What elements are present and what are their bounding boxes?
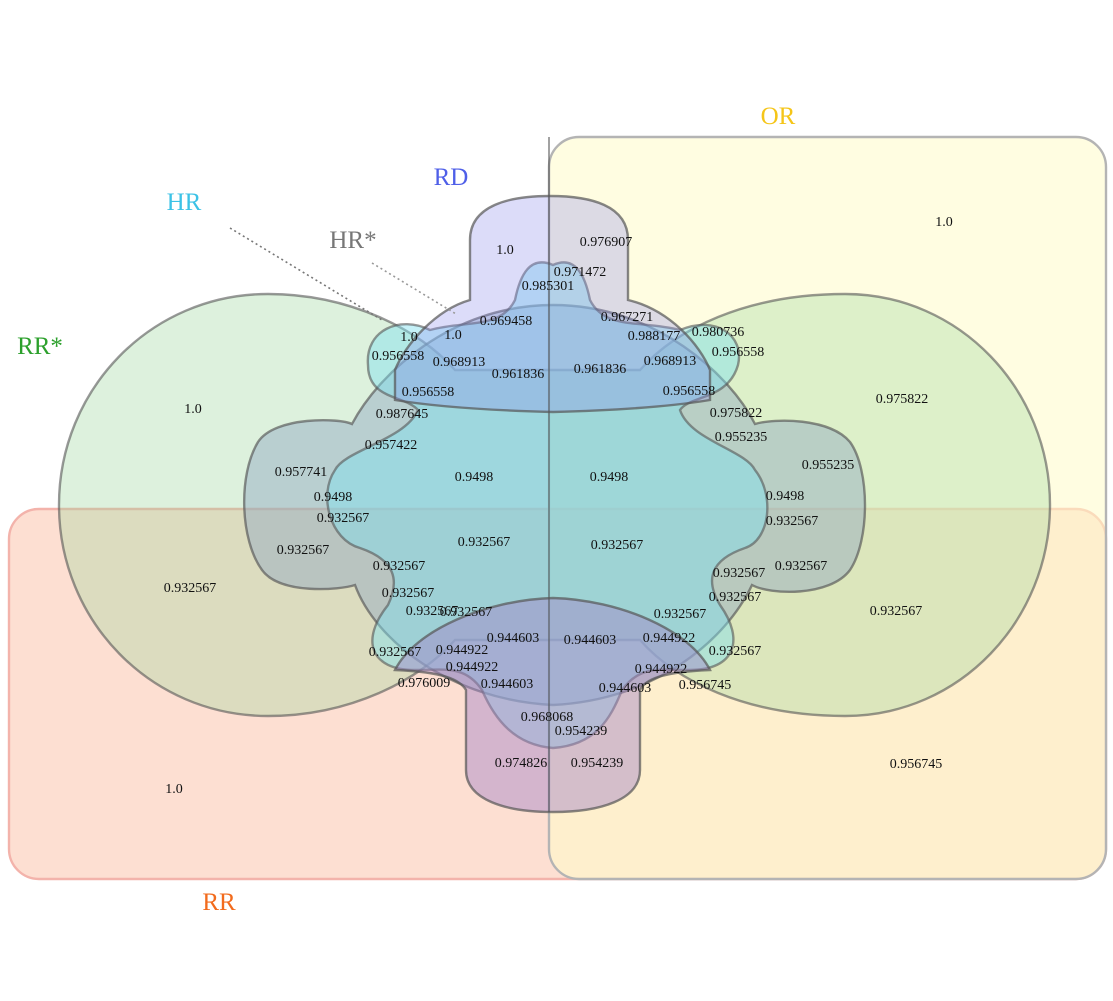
region-label: 0.944603 xyxy=(599,681,652,696)
region-label: 0.987645 xyxy=(376,407,429,422)
region-label: 1.0 xyxy=(496,243,514,258)
region-label: 0.932567 xyxy=(373,559,426,574)
region-label: 1.0 xyxy=(444,328,462,343)
region-label: 0.954239 xyxy=(555,724,608,739)
region-label: 0.932567 xyxy=(709,590,762,605)
region-label: 1.0 xyxy=(165,782,183,797)
region-label: 0.9498 xyxy=(766,489,805,504)
region-label: 0.956558 xyxy=(712,345,765,360)
set-rd-shape xyxy=(393,194,712,414)
set-label-hr-star: HR* xyxy=(329,227,376,254)
region-label: 0.967271 xyxy=(601,310,654,325)
region-label: 0.961836 xyxy=(492,367,545,382)
region-label: 0.932567 xyxy=(317,511,370,526)
region-label: 0.932567 xyxy=(458,535,511,550)
region-label: 0.985301 xyxy=(522,279,575,294)
region-label: 0.932567 xyxy=(277,543,330,558)
set-label-or: OR xyxy=(761,103,796,130)
region-label: 0.968913 xyxy=(433,355,486,370)
region-label: 0.9498 xyxy=(590,470,629,485)
region-label: 1.0 xyxy=(400,330,418,345)
region-label: 0.944922 xyxy=(643,631,696,646)
region-label: 1.0 xyxy=(184,402,202,417)
set-rd-lower-shape xyxy=(393,596,712,814)
region-label: 0.932567 xyxy=(870,604,923,619)
region-label: 0.944603 xyxy=(481,677,534,692)
region-label: 0.956558 xyxy=(663,384,716,399)
region-label: 0.944603 xyxy=(487,631,540,646)
region-label: 0.976907 xyxy=(580,235,633,250)
set-rr-star-shape xyxy=(57,292,1052,718)
region-label: 0.975822 xyxy=(710,406,763,421)
region-label: 0.968068 xyxy=(521,710,574,725)
region-label: 0.932567 xyxy=(775,559,828,574)
region-label: 0.969458 xyxy=(480,314,533,329)
region-label: 0.971472 xyxy=(554,265,607,280)
region-label: 0.932567 xyxy=(709,644,762,659)
region-label: 1.0 xyxy=(935,215,953,230)
region-label: 0.9498 xyxy=(314,490,353,505)
region-label: 0.957422 xyxy=(365,438,418,453)
region-label: 0.956558 xyxy=(402,385,455,400)
region-label: 0.932567 xyxy=(766,514,819,529)
region-label: 0.932567 xyxy=(382,586,435,601)
region-label: 0.944922 xyxy=(446,660,499,675)
region-label: 0.957741 xyxy=(275,465,328,480)
set-label-rd: RD xyxy=(434,164,469,191)
region-label: 0.932567 xyxy=(440,605,493,620)
region-label: 0.932567 xyxy=(164,581,217,596)
region-label: 0.932567 xyxy=(406,604,459,619)
region-label: 0.932567 xyxy=(369,645,422,660)
region-label: 0.974826 xyxy=(495,756,548,771)
region-label: 0.955235 xyxy=(802,458,855,473)
region-label: 0.956745 xyxy=(679,678,732,693)
set-label-rr-star: RR* xyxy=(17,333,63,360)
region-label: 0.932567 xyxy=(713,566,766,581)
region-label: 0.988177 xyxy=(628,329,681,344)
region-label: 0.976009 xyxy=(398,676,451,691)
set-label-hr: HR xyxy=(167,189,202,216)
region-label: 0.968913 xyxy=(644,354,697,369)
region-label: 0.975822 xyxy=(876,392,929,407)
hr-star-leader-line xyxy=(371,262,457,315)
region-label: 0.956745 xyxy=(890,757,943,772)
region-label: 0.944603 xyxy=(564,633,617,648)
region-label: 0.956558 xyxy=(372,349,425,364)
region-label: 0.944922 xyxy=(635,662,688,677)
set-label-rr: RR xyxy=(202,889,236,916)
region-label: 0.954239 xyxy=(571,756,624,771)
region-label: 0.932567 xyxy=(654,607,707,622)
set-hr-shape xyxy=(326,261,769,750)
region-label: 0.932567 xyxy=(591,538,644,553)
region-label: 0.9498 xyxy=(455,470,494,485)
region-label: 0.944922 xyxy=(436,643,489,658)
set-hr-star-shape xyxy=(243,303,867,707)
region-label: 0.980736 xyxy=(692,325,745,340)
region-label: 0.961836 xyxy=(574,362,627,377)
region-labels: 1.0 0.976907 0.971472 0.985301 1.0 1.0 0… xyxy=(164,215,953,797)
region-label: 0.955235 xyxy=(715,430,768,445)
